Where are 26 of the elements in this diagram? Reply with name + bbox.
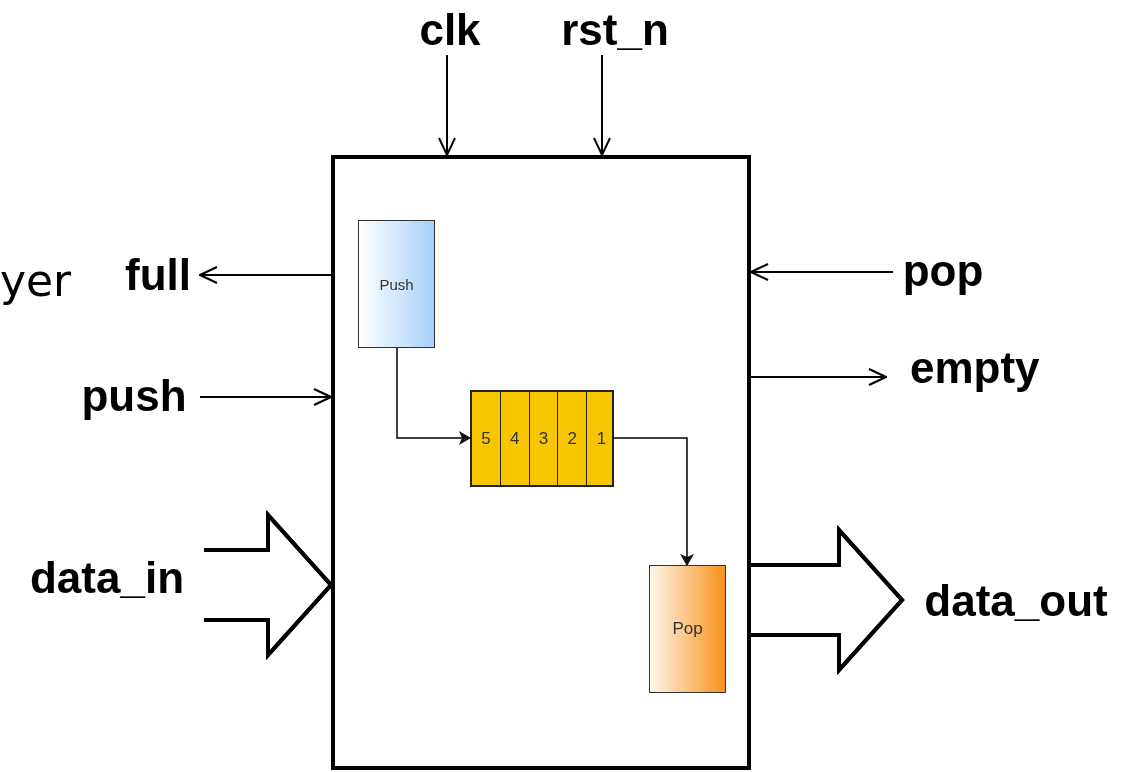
arrow: [750, 368, 887, 386]
signal-label: empty: [886, 342, 1076, 394]
signal-label: rst_n: [545, 5, 685, 55]
arrow: [396, 347, 471, 445]
arrow: [199, 388, 332, 406]
signal-label: clk: [400, 5, 500, 55]
arrow: [750, 263, 894, 281]
signal-label: pop: [893, 245, 993, 297]
signal-label: push: [68, 370, 200, 422]
arrow: [613, 437, 694, 566]
pop-box: Pop: [649, 565, 726, 693]
signal-label: full: [116, 250, 200, 300]
arrow: [438, 54, 456, 156]
push-box: Push: [358, 220, 435, 348]
signal-label: data_in: [10, 553, 204, 603]
queue-slot: 2: [558, 392, 588, 485]
signal-label: data_out: [902, 575, 1130, 627]
queue-slot: 4: [500, 392, 530, 485]
arrow: [199, 266, 332, 284]
partial-text: yer: [0, 255, 72, 306]
queue-slot: 5: [472, 392, 501, 485]
queue-slot: 1: [587, 392, 616, 485]
queue-slot: 3: [529, 392, 559, 485]
arrow: [593, 54, 611, 156]
queue-buffer: [470, 390, 614, 487]
fifo-block: [331, 155, 751, 770]
